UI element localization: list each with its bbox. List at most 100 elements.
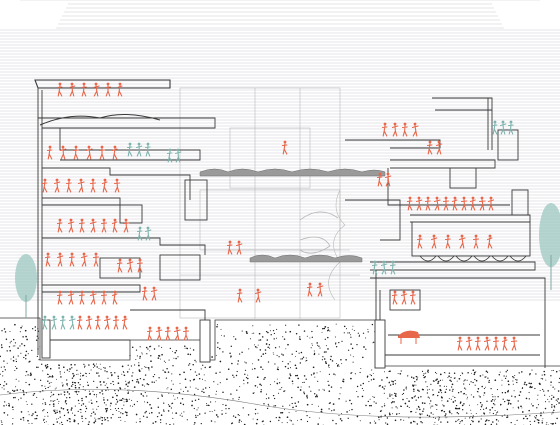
ground-stipple-dot: [471, 419, 473, 422]
ground-stipple-dot: [423, 408, 425, 410]
ground-stipple-dot: [76, 369, 78, 372]
ground-stipple-dot: [453, 377, 456, 379]
ground-stipple-dot: [241, 420, 242, 422]
ground-stipple-dot: [76, 373, 77, 375]
ground-stipple-dot: [362, 382, 365, 385]
ground-stipple-dot: [247, 414, 250, 416]
ground-stipple-dot: [289, 419, 291, 421]
ground-stipple-dot: [104, 367, 106, 369]
ground-stipple-dot: [499, 371, 501, 373]
ground-stipple-dot: [119, 399, 121, 402]
ground-stipple-dot: [222, 391, 224, 394]
ground-stipple-dot: [521, 411, 524, 413]
ground-stipple-dot: [56, 398, 58, 400]
ground-stipple-dot: [405, 388, 407, 390]
ground-stipple-dot: [22, 336, 24, 338]
ground-stipple-dot: [183, 411, 185, 413]
ground-stipple-dot: [534, 417, 537, 419]
ground-stipple-dot: [550, 381, 552, 383]
ground-stipple-dot: [10, 358, 12, 360]
ground-stipple-dot: [188, 364, 190, 366]
ground-stipple-dot: [295, 332, 298, 335]
ground-stipple-dot: [135, 421, 137, 423]
ground-stipple-dot: [193, 421, 196, 424]
ground-stipple-dot: [135, 413, 138, 416]
ground-stipple-dot: [1, 387, 3, 389]
ground-stipple-dot: [475, 413, 477, 414]
suspended-sculpture-icon: [299, 211, 339, 254]
ground-stipple-dot: [35, 339, 38, 341]
ground-stipple-dot: [27, 353, 29, 355]
ground-stipple-dot: [230, 393, 232, 395]
ground-stipple-dot: [309, 337, 311, 339]
ground-stipple-dot: [142, 395, 144, 397]
ground-stipple-dot: [479, 401, 482, 404]
ground-stipple-dot: [528, 382, 530, 385]
ground-stipple-dot: [70, 363, 72, 366]
ground-stipple-dot: [171, 373, 173, 375]
person-figure-icon: [444, 234, 451, 249]
ground-stipple-dot: [278, 346, 280, 348]
ground-stipple-dot: [88, 421, 90, 423]
ground-stipple-dot: [32, 413, 34, 415]
ground-stipple-dot: [94, 413, 96, 415]
ground-stipple-dot: [125, 414, 128, 417]
ground-stipple-dot: [548, 395, 550, 397]
ground-stipple-dot: [415, 384, 417, 386]
ground-stipple-dot: [78, 391, 80, 393]
ground-stipple-dot: [238, 398, 240, 400]
ground-stipple-dot: [8, 404, 11, 406]
ground-stipple-dot: [297, 386, 299, 389]
ground-stipple-dot: [452, 388, 454, 391]
ground-stipple-dot: [463, 383, 465, 385]
ground-stipple-dot: [483, 412, 485, 414]
person-figure-icon: [68, 82, 76, 97]
ground-stipple-dot: [289, 361, 291, 363]
ground-stipple-dot: [141, 384, 144, 386]
ground-stipple-dot: [288, 377, 291, 379]
person-figure-icon: [401, 122, 408, 137]
ground-stipple-dot: [34, 329, 36, 331]
ground-stipple-dot: [88, 364, 90, 366]
ground-stipple-dot: [274, 381, 276, 383]
ground-stipple-dot: [457, 419, 459, 421]
ground-stipple-dot: [28, 383, 31, 386]
ground-stipple-dot: [333, 373, 335, 375]
ground-stipple-dot: [148, 412, 151, 414]
ground-stipple-dot: [299, 336, 301, 338]
person-figure-icon: [226, 240, 233, 255]
ground-stipple-dot: [68, 393, 71, 395]
ground-stipple-dot: [24, 329, 27, 332]
ground-stipple-dot: [507, 383, 510, 386]
person-figure-icon: [53, 178, 61, 193]
ground-stipple-dot: [391, 380, 393, 382]
ground-stipple-dot: [82, 420, 84, 422]
ground-stipple-dot: [353, 330, 355, 331]
ground-stipple-dot: [3, 360, 5, 362]
ground-stipple-dot: [295, 367, 298, 370]
ground-stipple-dot: [254, 344, 256, 346]
ground-stipple-dot: [299, 389, 302, 391]
ground-stipple-dot: [550, 375, 552, 377]
ground-stipple-dot: [317, 380, 319, 382]
ground-stipple-dot: [49, 367, 52, 370]
ground-stipple-dot: [91, 402, 93, 405]
ground-stipple-dot: [9, 349, 11, 352]
ground-stipple-dot: [12, 409, 14, 411]
ground-stipple-dot: [486, 406, 487, 408]
ground-stipple-dot: [228, 407, 230, 410]
ground-stipple-dot: [92, 390, 94, 392]
ground-stipple-dot: [281, 411, 284, 414]
ground-stipple-dot: [423, 376, 425, 379]
ground-stipple-dot: [148, 369, 150, 371]
ground-stipple-dot: [137, 382, 140, 384]
ground-stipple-dot: [172, 383, 174, 385]
ground-stipple-dot: [46, 412, 49, 414]
ground-stipple-dot: [507, 403, 509, 405]
person-figure-icon: [44, 252, 51, 267]
ground-stipple-dot: [82, 403, 85, 405]
ground-stipple-dot: [119, 416, 121, 419]
ground-stipple-dot: [80, 372, 82, 374]
person-figure-icon: [104, 82, 112, 97]
ground-stipple-dot: [298, 352, 300, 354]
